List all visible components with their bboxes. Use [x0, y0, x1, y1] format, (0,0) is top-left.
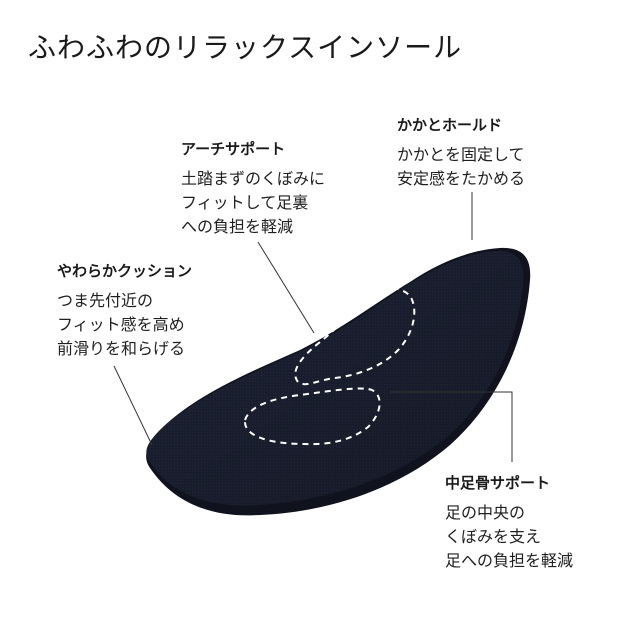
metatarsal-pad-stitching	[243, 387, 381, 446]
callout-body: 足の中央の くぼみを支え 足への負担を軽減	[445, 501, 573, 573]
arch-pad-stitching	[294, 287, 416, 386]
callout-line: 足の中央の	[445, 503, 526, 522]
callout-line: フィット感を高め	[57, 315, 185, 334]
callout-line: 足への負担を軽減	[445, 551, 574, 570]
callout-metatarsal-support: 中足骨サポート 足の中央の くぼみを支え 足への負担を軽減	[445, 472, 573, 573]
callout-body: 土踏まずのくぼみに フィットして足裏 への負担を軽減	[181, 167, 325, 239]
callout-line: 土踏まずのくぼみに	[181, 169, 326, 188]
callout-heading: アーチサポート	[181, 140, 286, 158]
callout-line: つま先付近の	[57, 291, 154, 310]
callout-line: への負担を軽減	[181, 217, 294, 236]
page-title: ふわふわのリラックスインソール	[28, 31, 463, 64]
callout-line: 前滑りを和らげる	[57, 339, 186, 358]
callout-heading: やわらかクッション	[57, 262, 193, 280]
callout-line: くぼみを支え	[445, 527, 542, 546]
metatarsal-leader-line	[390, 391, 513, 462]
callout-heading: 中足骨サポート	[445, 474, 551, 492]
callout-heel-hold: かかとホールド かかとを固定して 安定感をたかめる	[397, 114, 525, 191]
callout-line: 安定感をたかめる	[397, 169, 526, 188]
callout-line: かかとを固定して	[397, 145, 525, 164]
callout-arch-support: アーチサポート 土踏まずのくぼみに フィットして足裏 への負担を軽減	[181, 138, 325, 239]
cushion-leader-line	[113, 365, 153, 446]
callout-line: フィットして足裏	[181, 193, 309, 212]
callout-body: かかとを固定して 安定感をたかめる	[397, 143, 525, 191]
callout-soft-cushion: やわらかクッション つま先付近の フィット感を高め 前滑りを和らげる	[57, 260, 192, 361]
arch-leader-line	[257, 241, 315, 334]
callout-heading: かかとホールド	[397, 116, 503, 134]
callout-body: つま先付近の フィット感を高め 前滑りを和らげる	[57, 289, 192, 361]
